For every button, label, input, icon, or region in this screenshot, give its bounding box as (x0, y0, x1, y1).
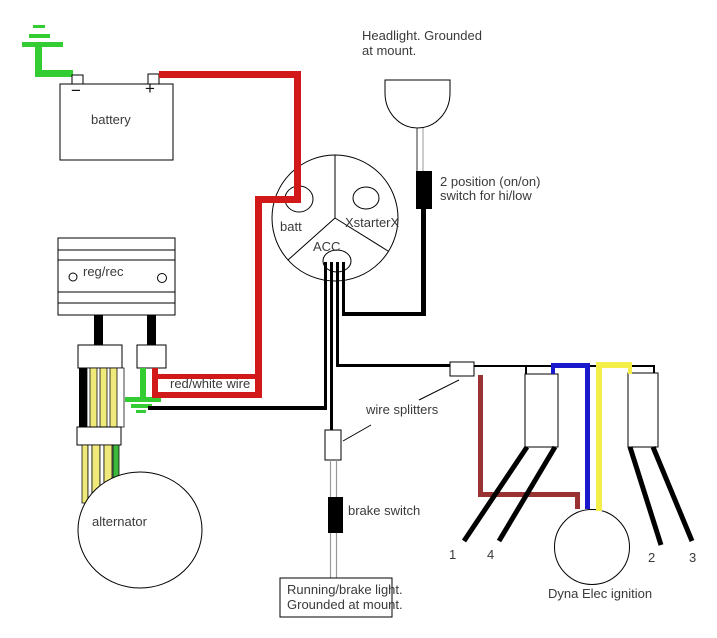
stator-connector-block (76, 426, 122, 446)
dyna-ignition-component (554, 509, 630, 585)
brake-switch-label: brake switch (348, 503, 421, 518)
coil-components (524, 372, 659, 448)
brake-switch-component (328, 497, 343, 533)
spark-plug-wires (461, 445, 695, 546)
brake-light-circuit (279, 429, 393, 618)
wire-splitters-pointer-lines (342, 379, 460, 442)
hilow-note-line2: switch for hi/low (440, 188, 532, 203)
reg-rec-component (57, 237, 176, 345)
plug-number-2: 2 (648, 550, 656, 565)
plug-number-3: 3 (689, 550, 697, 565)
alternator-label: alternator (92, 514, 147, 529)
yellow-wire (596, 362, 632, 511)
running-light-note-line1: Running/brake light. (287, 582, 403, 597)
running-light-note-box (279, 577, 393, 618)
wire-splitters-label: wire splitters (366, 402, 439, 417)
hilow-switch-component (416, 171, 432, 209)
dyna-ignition-label: Dyna Elec ignition (548, 586, 653, 601)
ignition-acc-label: ACC (313, 239, 341, 254)
ignition-starter-label: XstarterX (345, 215, 400, 230)
regrec-connector-blocks (77, 344, 167, 369)
plug-number-4: 4 (487, 547, 495, 562)
running-light-note-line2: Grounded at mount. (287, 597, 403, 612)
reg-rec-label: reg/rec (83, 264, 124, 279)
battery-component (59, 73, 174, 161)
battery-plus-sign: + (145, 79, 155, 98)
regrec-ground-symbol-icon (125, 368, 161, 413)
battery-ground-symbol-icon (22, 25, 73, 77)
headlight-note-line2: at mount. (362, 43, 417, 58)
hilow-note-line1: 2 position (on/on) (440, 174, 541, 189)
headlight-note-line1: Headlight. Grounded (362, 28, 482, 43)
blue-wire (551, 363, 590, 509)
battery-minus-sign: − (71, 81, 81, 100)
stator-wire-bundle-upper (79, 367, 125, 428)
red-wire (152, 71, 301, 398)
red-white-wire-label: red/white wire (170, 376, 251, 391)
ignition-batt-label: batt (280, 219, 302, 234)
headlight-component (384, 79, 451, 171)
acc-wires (148, 208, 452, 431)
plug-number-1: 1 (449, 547, 457, 562)
alternator-component (77, 471, 203, 589)
battery-label: battery (91, 112, 131, 127)
